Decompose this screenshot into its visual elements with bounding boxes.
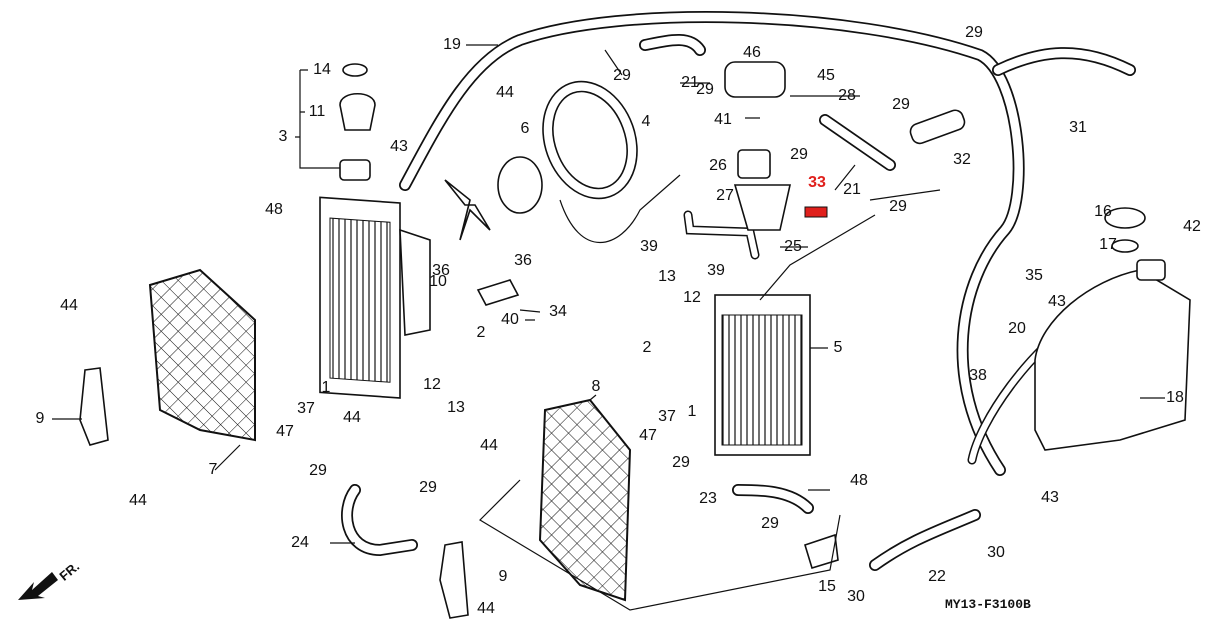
callout: 12 <box>423 376 441 393</box>
callout: 29 <box>892 96 910 113</box>
callout: 47 <box>276 423 294 440</box>
callout: 26 <box>709 157 727 174</box>
callout: 7 <box>209 461 218 478</box>
thermostat-housing <box>724 61 828 231</box>
callout: 29 <box>889 198 907 215</box>
callout: 29 <box>790 146 808 163</box>
callout: 48 <box>265 201 283 218</box>
callout: 44 <box>60 297 78 314</box>
callout: 28 <box>838 87 856 104</box>
overflow-hose <box>399 11 1025 476</box>
callout: 43 <box>1048 293 1066 310</box>
callout: 2 <box>477 324 486 341</box>
callout: 20 <box>1008 320 1026 337</box>
callout: 22 <box>928 568 946 585</box>
callout: 32 <box>953 151 971 168</box>
callout: 37 <box>297 400 315 417</box>
temp-sensor <box>476 279 520 306</box>
callout-labels: 19 14 11 3 43 44 29 21 46 45 29 28 4 6 4… <box>36 24 1201 617</box>
callout: 40 <box>501 311 519 328</box>
callout: 10 <box>429 273 447 290</box>
callout: 29 <box>965 24 983 41</box>
callout: 42 <box>1183 218 1201 235</box>
callout: 4 <box>642 113 651 130</box>
callout-highlighted: 33 <box>808 174 826 191</box>
callout: 44 <box>343 409 361 426</box>
callout: 11 <box>309 103 326 120</box>
callout: 43 <box>1041 489 1059 506</box>
callout: 31 <box>1069 119 1087 136</box>
callout: 38 <box>969 367 987 384</box>
callout: 44 <box>477 600 495 617</box>
callout: 9 <box>36 410 45 427</box>
right-radiator <box>714 294 811 456</box>
callout: 35 <box>1025 267 1043 284</box>
callout: 47 <box>639 427 657 444</box>
callout: 41 <box>714 111 732 128</box>
callout: 29 <box>613 67 631 84</box>
callout: 29 <box>309 462 327 479</box>
callout: 23 <box>699 490 717 507</box>
water-pump-cap <box>339 93 376 131</box>
callout: 8 <box>592 378 601 395</box>
callout: 9 <box>499 568 508 585</box>
callout: 29 <box>419 479 437 496</box>
callout: 29 <box>761 515 779 532</box>
callout: 16 <box>1094 203 1112 220</box>
callout: 21 <box>843 181 861 198</box>
callout: 45 <box>817 67 835 84</box>
callout: 17 <box>1099 236 1117 253</box>
callout: 37 <box>658 408 676 425</box>
callout: 44 <box>480 437 498 454</box>
callout: 39 <box>640 238 658 255</box>
callout: 43 <box>390 138 408 155</box>
callout: 36 <box>514 252 532 269</box>
callout: 1 <box>688 403 697 420</box>
callout: 29 <box>696 81 714 98</box>
callout: 21 <box>681 74 699 91</box>
callout: 14 <box>313 61 331 78</box>
callout: 18 <box>1166 389 1184 406</box>
callout: 46 <box>743 44 761 61</box>
left-radiator <box>319 159 431 399</box>
callout: 12 <box>683 289 701 306</box>
callout: 2 <box>643 339 652 356</box>
callout: 3 <box>279 128 288 145</box>
callout: 25 <box>784 238 802 255</box>
right-grille <box>538 398 632 602</box>
callout: 5 <box>834 339 843 356</box>
reserve-tank <box>1034 207 1191 451</box>
callout: 30 <box>847 588 865 605</box>
callout: 13 <box>447 399 465 416</box>
callout: 30 <box>987 544 1005 561</box>
water-pipe-15 <box>804 533 839 570</box>
callout: 19 <box>443 36 461 53</box>
callout: 44 <box>496 84 514 101</box>
leader-lines <box>52 44 1165 611</box>
left-grille <box>148 268 256 442</box>
hoses <box>341 34 1136 571</box>
callout: 34 <box>549 303 567 320</box>
diagram-code: MY13-F3100B <box>945 597 1031 612</box>
callout: 27 <box>716 187 734 204</box>
lower-bracket <box>439 541 469 619</box>
front-direction-arrow <box>18 572 58 600</box>
front-direction-label: FR. <box>56 559 82 584</box>
callout: 15 <box>818 578 836 595</box>
callout: 1 <box>322 379 331 396</box>
callout: 24 <box>291 534 309 551</box>
callout: 39 <box>707 262 725 279</box>
callout: 36 <box>432 262 450 279</box>
left-bracket <box>79 367 109 446</box>
fan-assembly <box>444 80 681 243</box>
callout: 29 <box>672 454 690 471</box>
callout: 13 <box>658 268 676 285</box>
callout: 48 <box>850 472 868 489</box>
callout: 44 <box>129 492 147 509</box>
callout: 6 <box>521 120 530 137</box>
o-ring <box>342 63 368 77</box>
